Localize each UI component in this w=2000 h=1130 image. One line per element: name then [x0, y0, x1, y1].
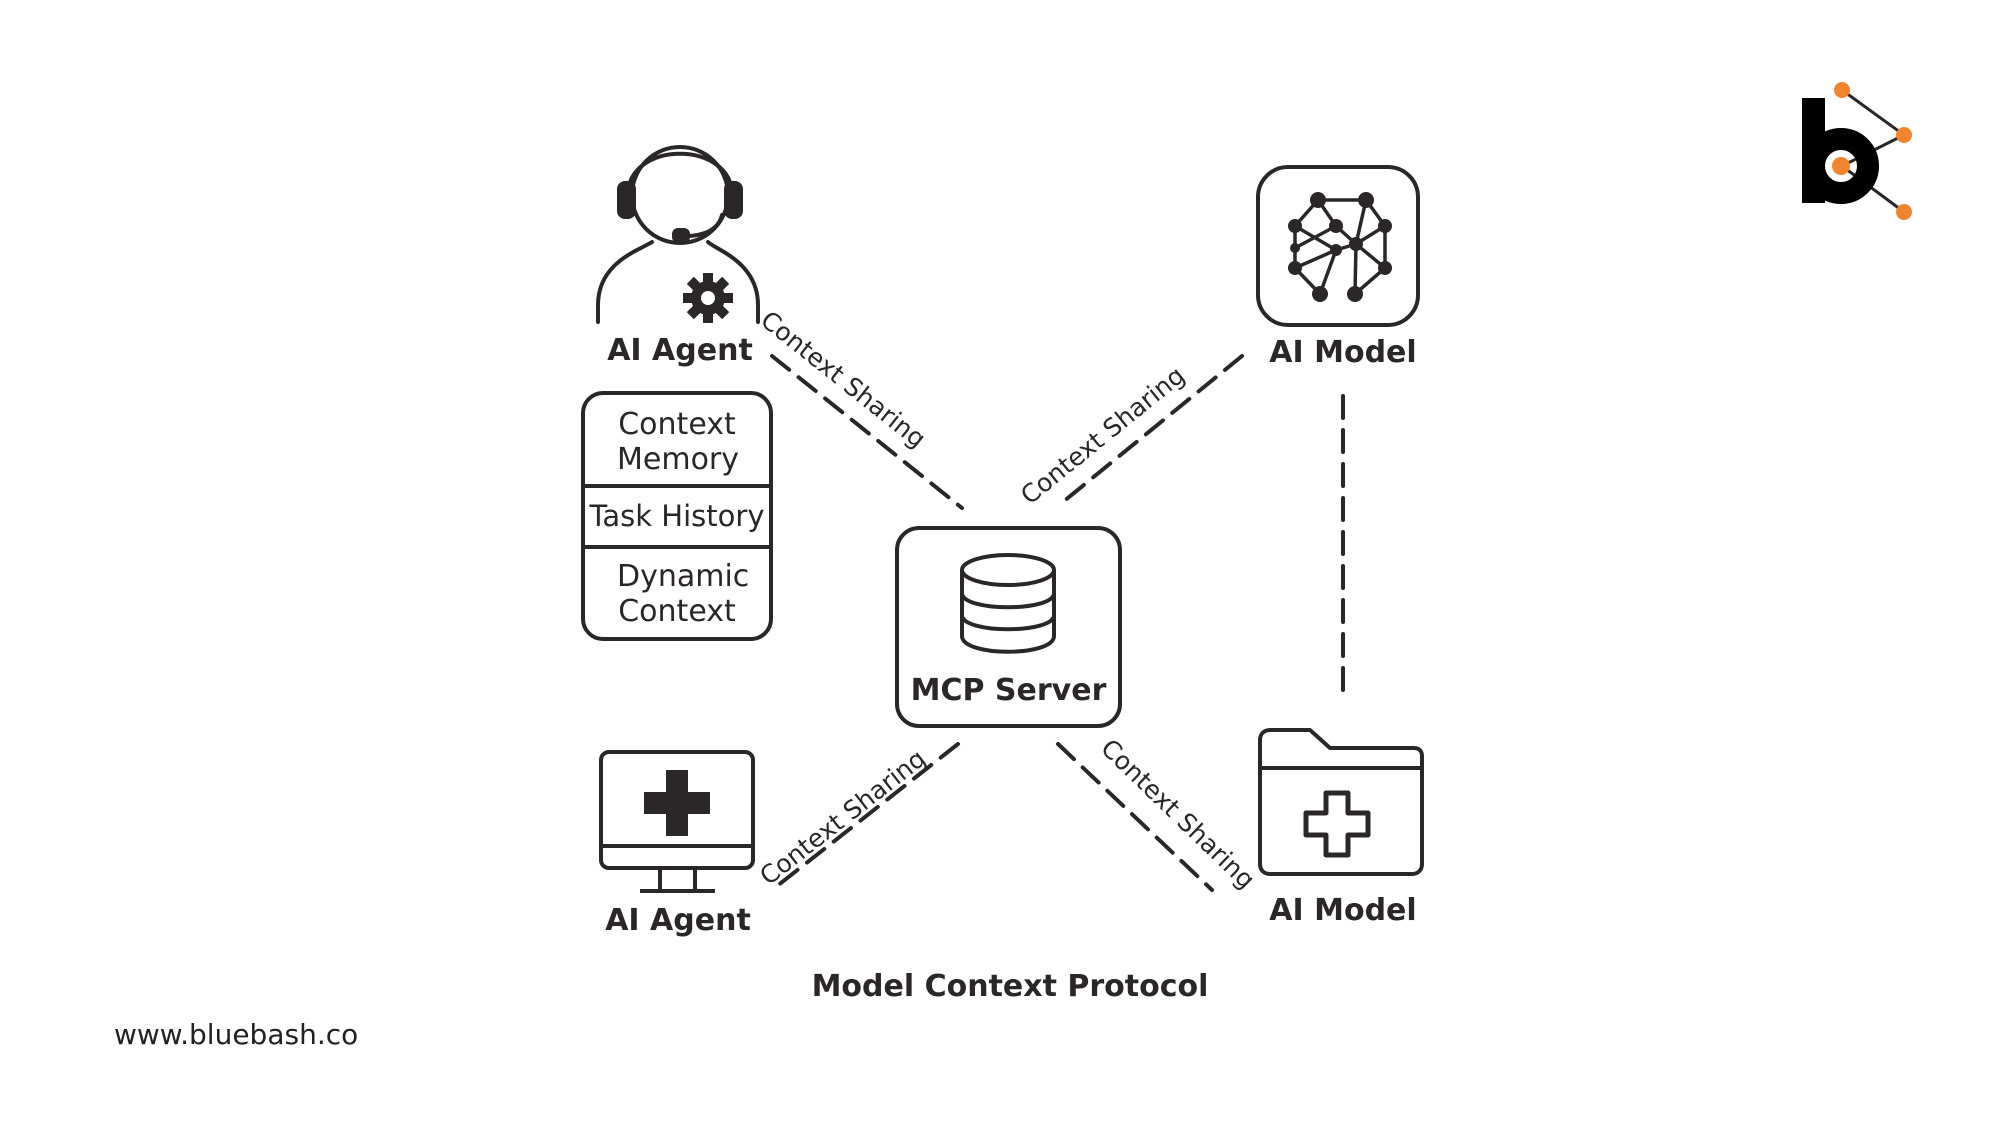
edge-bottom-left [770, 742, 960, 892]
edge-label-bottom-right: Context Sharing [1095, 733, 1260, 894]
node-label-model-top: AI Model [1269, 335, 1417, 370]
node-label-server: MCP Server [910, 673, 1107, 708]
edge-label-top-right: Context Sharing [1015, 361, 1190, 511]
node-label-agent-top: AI Agent [607, 333, 753, 368]
memory-item-context-memory: Context Memory [617, 407, 740, 477]
memory-stack-box [581, 391, 773, 641]
edge-bottom-right [1056, 742, 1214, 892]
mcp-server-box [895, 526, 1122, 728]
website-url: www.bluebash.co [114, 1018, 359, 1051]
headset-agent-icon [596, 145, 760, 324]
edge-top-left [770, 354, 964, 510]
database-icon [960, 553, 1056, 654]
memory-item-task-history: Task History [589, 499, 765, 533]
edge-label-bottom-left: Context Sharing [754, 744, 931, 891]
monitor-cross-icon [599, 750, 755, 893]
edge-top-right [1056, 354, 1244, 508]
bluebash-logo-icon [1802, 82, 1912, 220]
node-label-model-bottom: AI Model [1269, 893, 1417, 928]
memory-item-dynamic-context: Dynamic Context [617, 559, 750, 629]
folder-cross-icon [1258, 728, 1424, 876]
neural-network-icon [1256, 165, 1420, 327]
diagram-caption: Model Context Protocol [811, 969, 1209, 1004]
node-label-agent-bottom: AI Agent [605, 903, 751, 938]
edge-label-top-left: Context Sharing [755, 305, 931, 453]
